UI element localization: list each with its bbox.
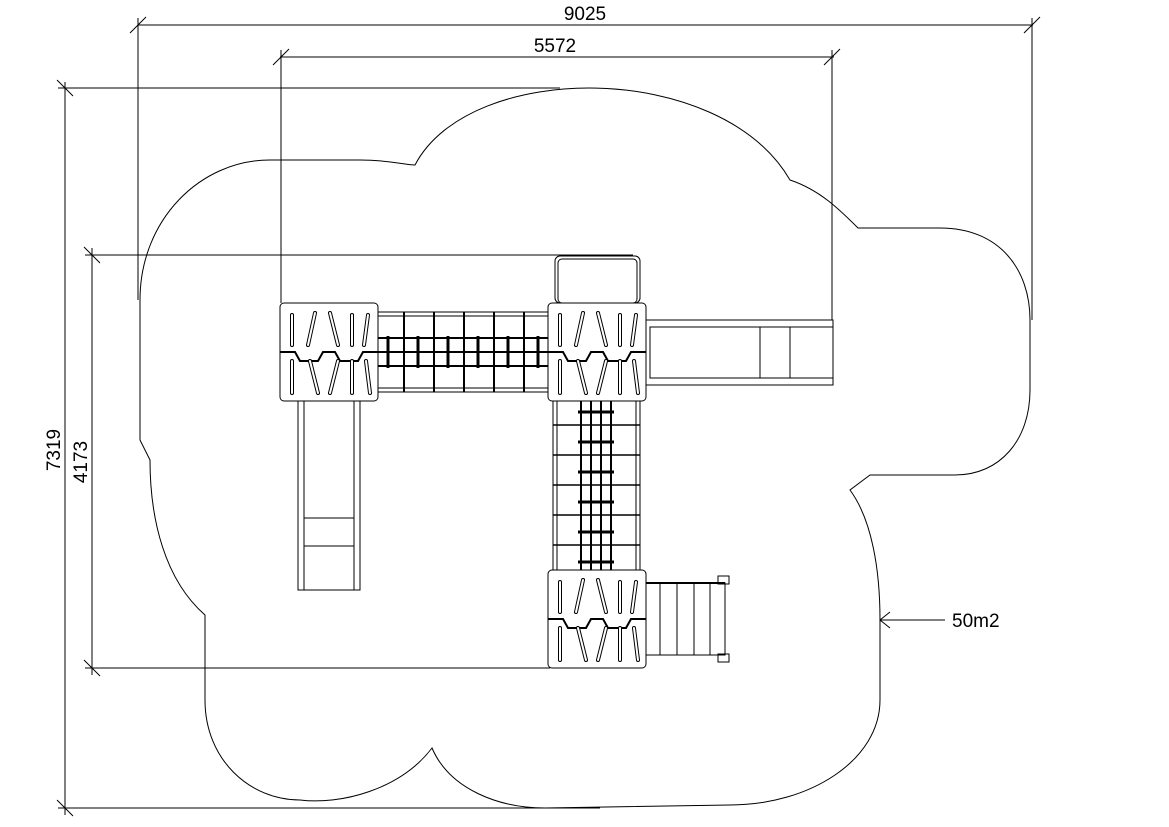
dimension-overall-width: 9025 — [129, 4, 1041, 320]
dimension-structure-depth: 4173 — [71, 246, 633, 677]
safety-zone-outline — [139, 87, 1031, 809]
net-climber — [552, 399, 641, 576]
dimension-structure-width: 5572 — [272, 36, 841, 320]
slide-right — [644, 319, 834, 386]
tower-bottom — [547, 569, 647, 669]
dimension-label-4173: 4173 — [71, 441, 92, 483]
dimension-overall-depth: 7319 — [44, 79, 600, 817]
tower-left — [279, 302, 379, 402]
stairs — [644, 575, 730, 663]
dimension-label-5572: 5572 — [534, 36, 576, 57]
area-callout: 50m2 — [879, 611, 1000, 632]
dimension-label-9025: 9025 — [564, 4, 606, 25]
roof-frame — [554, 255, 641, 304]
tower-center — [547, 302, 647, 402]
dimension-label-7319: 7319 — [44, 429, 65, 471]
area-label: 50m2 — [952, 611, 1000, 632]
net-bridge — [377, 311, 555, 393]
slide-left — [297, 399, 361, 591]
